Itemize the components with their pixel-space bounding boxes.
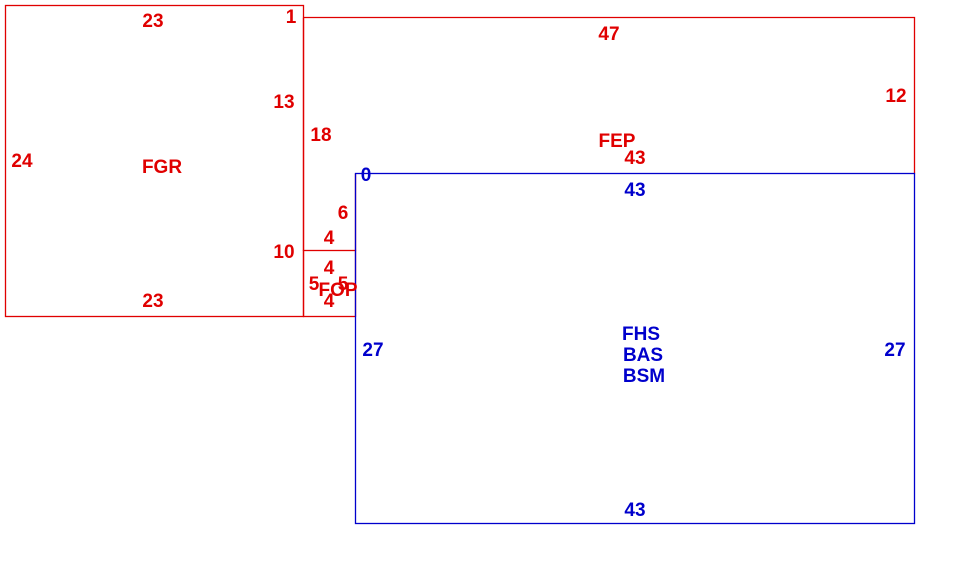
fop-right-dimension: 5 xyxy=(338,274,349,295)
fgr-room-name: FGR xyxy=(142,157,182,178)
fep-right-dimension: 12 xyxy=(885,86,906,107)
fgr-corner-dimension: 1 xyxy=(286,7,297,28)
blue-room-bottom-dimension: 43 xyxy=(624,500,645,521)
fep-left-dimension: 18 xyxy=(310,125,331,146)
fop-left-dimension: 5 xyxy=(309,274,320,295)
fep-room-outline xyxy=(303,16,916,174)
fop-room-name: FOP xyxy=(318,280,357,301)
blue-room-top-dimension: 43 xyxy=(624,180,645,201)
fgr-top-dimension: 23 xyxy=(142,11,163,32)
fop-upper-side-dimension: 6 xyxy=(338,203,349,224)
blue-room-corner-dimension: 0 xyxy=(361,165,372,186)
fop-bottom-dimension: 4 xyxy=(324,291,335,312)
fgr-left-dimension: 24 xyxy=(11,151,33,172)
fep-room-name: FEP xyxy=(599,131,636,152)
fop-mid-dimension: 4 xyxy=(324,258,335,279)
fop-top-dimension: 4 xyxy=(324,228,335,249)
fep-bottom-dimension: 43 xyxy=(624,148,645,169)
blue-room-name-1: FHS xyxy=(622,324,660,345)
blue-room-name-2: BAS xyxy=(623,345,663,366)
blue-room-right-dimension: 27 xyxy=(884,340,905,361)
fep-top-dimension: 47 xyxy=(598,24,619,45)
fgr-right-lower-dimension: 10 xyxy=(273,242,294,263)
fgr-right-upper-dimension: 13 xyxy=(273,92,294,113)
blue-room-outline xyxy=(354,172,916,525)
blue-room-left-dimension: 27 xyxy=(362,340,383,361)
blue-room-name-3: BSM xyxy=(623,366,665,387)
fgr-bottom-dimension: 23 xyxy=(142,291,163,312)
